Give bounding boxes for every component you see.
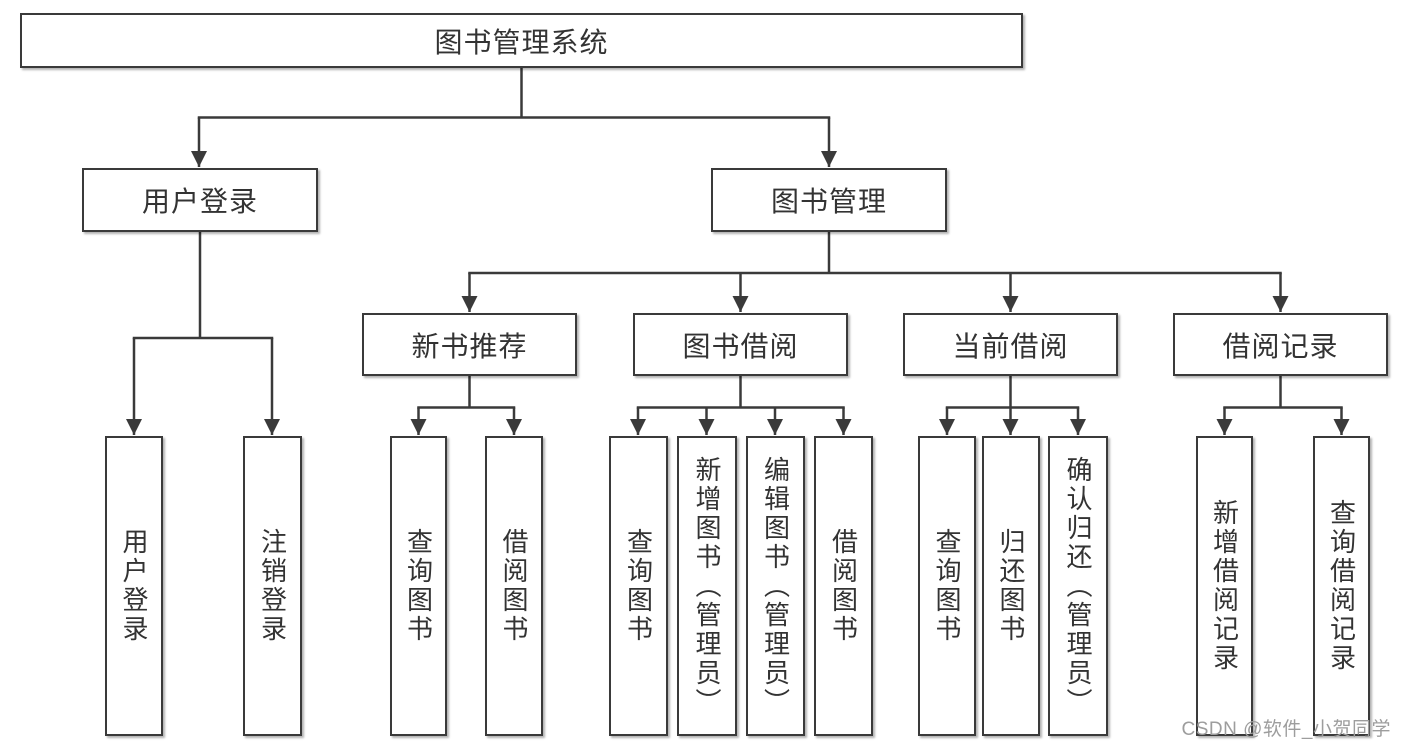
- node-root-library-system: 图书管理系统: [20, 13, 1023, 68]
- node-new-book-recommend: 新书推荐: [362, 313, 577, 376]
- node-user-login: 用户登录: [82, 168, 318, 232]
- leaf-edit-book-admin: 编辑图书（管理员）: [746, 436, 805, 736]
- node-book-management: 图书管理: [711, 168, 947, 232]
- node-current-borrow: 当前借阅: [903, 313, 1118, 376]
- leaf-borrow-books-recommend: 借阅图书: [485, 436, 543, 736]
- leaf-add-book-admin: 新增图书（管理员）: [677, 436, 737, 736]
- leaf-borrow-books: 借阅图书: [814, 436, 873, 736]
- leaf-query-books-borrow: 查询图书: [609, 436, 668, 736]
- leaf-query-borrow-record: 查询借阅记录: [1313, 436, 1370, 736]
- leaf-confirm-return-admin: 确认归还（管理员）: [1048, 436, 1108, 736]
- csdn-watermark: CSDN @软件_小贺同学: [1181, 719, 1391, 740]
- leaf-add-borrow-record: 新增借阅记录: [1196, 436, 1253, 736]
- leaf-logout: 注销登录: [243, 436, 302, 736]
- node-borrow-records: 借阅记录: [1173, 313, 1388, 376]
- node-book-borrow: 图书借阅: [633, 313, 848, 376]
- leaf-query-books-recommend: 查询图书: [390, 436, 447, 736]
- leaf-return-books: 归还图书: [982, 436, 1040, 736]
- leaf-query-books-current: 查询图书: [918, 436, 976, 736]
- leaf-user-login: 用户登录: [105, 436, 163, 736]
